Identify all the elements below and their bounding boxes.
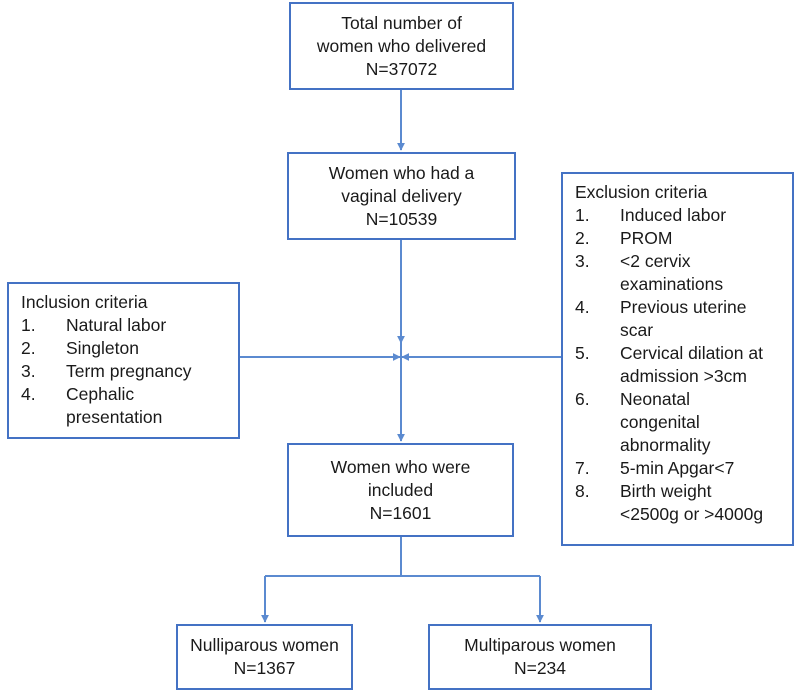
inclusion-item-text: Singleton: [66, 338, 139, 358]
inclusion-item: 4. Cephalic presentation: [21, 383, 162, 429]
nulliparous-count: N=1367: [233, 658, 296, 678]
exclusion-item: 8. Birth weight <2500g or >4000g: [575, 480, 763, 526]
exclusion-item-text: Neonatal congenital abnormality: [620, 389, 711, 455]
total-line-1: Total number of: [341, 12, 462, 33]
exclusion-item: 7. 5-min Apgar<7: [575, 457, 734, 480]
exclusion-item-number: 8.: [575, 481, 590, 501]
vaginal-delivery-box: Women who had a vaginal delivery N=10539: [287, 152, 516, 240]
multiparous-label: Multiparous women: [464, 635, 616, 655]
total-count: N=37072: [365, 58, 438, 79]
exclusion-criteria-box: Exclusion criteria 1. Induced labor 2. P…: [561, 172, 794, 546]
inclusion-item-text: Natural labor: [66, 315, 167, 335]
total-delivered-box: Total number of women who delivered N=37…: [289, 2, 514, 90]
inclusion-item: 1. Natural labor: [21, 314, 166, 337]
included-line-1: Women who were: [330, 456, 471, 477]
inclusion-item-text: Term pregnancy: [66, 361, 192, 381]
exclusion-title: Exclusion criteria: [575, 182, 708, 202]
exclusion-item-text: PROM: [620, 228, 673, 248]
exclusion-item-number: 3.: [575, 251, 590, 271]
inclusion-item-number: 4.: [21, 384, 36, 404]
inclusion-title: Inclusion criteria: [21, 292, 148, 312]
nulliparous-box: Nulliparous women N=1367: [176, 624, 353, 690]
exclusion-item: 4. Previous uterine scar: [575, 296, 746, 342]
exclusion-item-number: 7.: [575, 458, 590, 478]
vaginal-count: N=10539: [365, 208, 438, 229]
exclusion-item-number: 1.: [575, 205, 590, 225]
exclusion-item-text: Induced labor: [620, 205, 727, 225]
vaginal-line-2: vaginal delivery: [341, 185, 462, 206]
inclusion-item-number: 2.: [21, 338, 36, 358]
included-count: N=1601: [369, 502, 432, 523]
total-line-2: women who delivered: [316, 35, 487, 56]
exclusion-item: 5. Cervical dilation at admission >3cm: [575, 342, 763, 388]
exclusion-item-text: Cervical dilation at admission >3cm: [620, 343, 763, 386]
included-box: Women who were included N=1601: [287, 443, 514, 537]
nulliparous-label: Nulliparous women: [190, 635, 339, 655]
exclusion-item-text: Birth weight <2500g or >4000g: [620, 481, 764, 524]
exclusion-item-text: Previous uterine scar: [620, 297, 747, 340]
exclusion-item-text: 5-min Apgar<7: [620, 458, 735, 478]
exclusion-item: 6. Neonatal congenital abnormality: [575, 388, 710, 457]
inclusion-item-number: 1.: [21, 315, 36, 335]
exclusion-item-number: 2.: [575, 228, 590, 248]
exclusion-item-number: 5.: [575, 343, 590, 363]
inclusion-item-text: Cephalic presentation: [66, 384, 163, 427]
inclusion-item-number: 3.: [21, 361, 36, 381]
exclusion-item: 2. PROM: [575, 227, 673, 250]
exclusion-item: 3. <2 cervix examinations: [575, 250, 723, 296]
inclusion-item: 3. Term pregnancy: [21, 360, 191, 383]
inclusion-criteria-box: Inclusion criteria 1. Natural labor 2. S…: [7, 282, 240, 439]
exclusion-item-number: 4.: [575, 297, 590, 317]
exclusion-item-number: 6.: [575, 389, 590, 409]
exclusion-item: 1. Induced labor: [575, 204, 726, 227]
multiparous-count: N=234: [513, 658, 567, 678]
included-line-2: included: [367, 479, 434, 500]
inclusion-item: 2. Singleton: [21, 337, 139, 360]
multiparous-box: Multiparous women N=234: [428, 624, 652, 690]
vaginal-line-1: Women who had a: [328, 162, 475, 183]
exclusion-item-text: <2 cervix examinations: [620, 251, 724, 294]
